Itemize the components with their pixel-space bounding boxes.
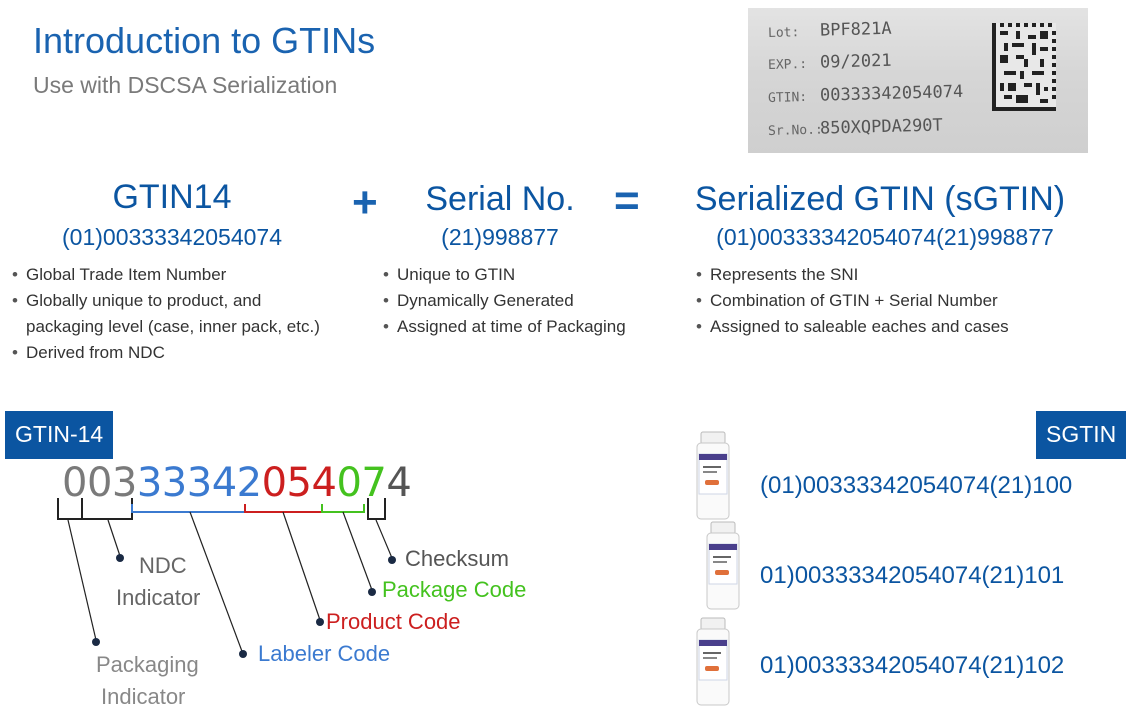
page-subtitle: Use with DSCSA Serialization xyxy=(33,72,338,98)
ndc-indicator-label-line1: NDC xyxy=(139,553,187,578)
packaging-indicator-label-line1: Packaging xyxy=(96,652,199,677)
equals-operator: = xyxy=(614,176,640,225)
plus-operator: + xyxy=(352,178,378,227)
sgtin-bullets: Represents the SNI Combination of GTIN +… xyxy=(696,262,1009,340)
sgtin-heading: Serialized GTIN (sGTIN) xyxy=(694,180,1066,218)
digit-packaging: 0 xyxy=(62,460,87,506)
gtin14-code: (01)00333342054074 xyxy=(62,224,282,250)
digit-checksum: 4 xyxy=(386,460,412,506)
label-row-lot: Lot:BPF821A xyxy=(767,18,892,41)
label-row-serial: Sr.No.:850XQPDA290T xyxy=(767,115,944,139)
gtin14-bullets: Global Trade Item Number Globally unique… xyxy=(12,262,320,366)
list-item: Globally unique to product, and xyxy=(12,288,320,314)
digit-ndc-indicator: 03 xyxy=(86,460,137,506)
digit-package: 07 xyxy=(336,460,387,506)
drug-label-photo: Lot:BPF821A EXP.:09/2021 GTIN:0033334205… xyxy=(748,8,1088,153)
list-item: Global Trade Item Number xyxy=(12,262,320,288)
page-title: Introduction to GTINs xyxy=(33,20,376,61)
serial-bullets: Unique to GTIN Dynamically Generated Ass… xyxy=(383,262,626,340)
label-row-exp: EXP.:09/2021 xyxy=(767,50,892,73)
list-item: Dynamically Generated xyxy=(383,288,626,314)
sgtin-item: 01)00333342054074(21)101 xyxy=(760,562,1065,589)
packaging-indicator-label-line2: Indicator xyxy=(101,684,186,709)
pill-bottle-icon xyxy=(706,521,740,610)
gtin14-digits: 00333342054074 xyxy=(62,460,412,506)
label-row-gtin: GTIN:00333342054074 xyxy=(767,81,964,106)
sgtin-item: (01)00333342054074(21)100 xyxy=(760,472,1073,499)
pill-bottle-icon xyxy=(696,617,730,706)
list-item: Unique to GTIN xyxy=(383,262,626,288)
sgtin-item: 01)00333342054074(21)102 xyxy=(760,652,1065,679)
serial-heading: Serial No. xyxy=(425,180,575,218)
digit-product: 054 xyxy=(261,460,337,506)
digit-labeler: 33342 xyxy=(136,460,262,506)
list-item: Assigned to saleable eaches and cases xyxy=(696,314,1009,340)
pill-bottle-icon xyxy=(696,431,730,520)
sgtin-code: (01)00333342054074(21)998877 xyxy=(716,224,1054,250)
sgtin-tag: SGTIN xyxy=(1036,411,1127,459)
serial-code: (21)998877 xyxy=(441,224,559,250)
product-code-label: Product Code xyxy=(326,609,461,634)
gtin14-breakdown-lines xyxy=(57,498,396,658)
labeler-code-label: Labeler Code xyxy=(258,641,391,666)
list-item: Represents the SNI xyxy=(696,262,1009,288)
datamatrix-barcode-icon xyxy=(992,23,1056,111)
ndc-indicator-label-line2: Indicator xyxy=(116,585,201,610)
list-item: Derived from NDC xyxy=(12,340,320,366)
package-code-label: Package Code xyxy=(382,577,527,602)
list-item: packaging level (case, inner pack, etc.) xyxy=(26,317,320,336)
gtin14-heading: GTIN14 xyxy=(112,178,232,216)
gtin14-tag: GTIN-14 xyxy=(5,411,114,459)
checksum-label: Checksum xyxy=(405,546,509,571)
list-item: Assigned at time of Packaging xyxy=(383,314,626,340)
list-item: Combination of GTIN + Serial Number xyxy=(696,288,1009,314)
